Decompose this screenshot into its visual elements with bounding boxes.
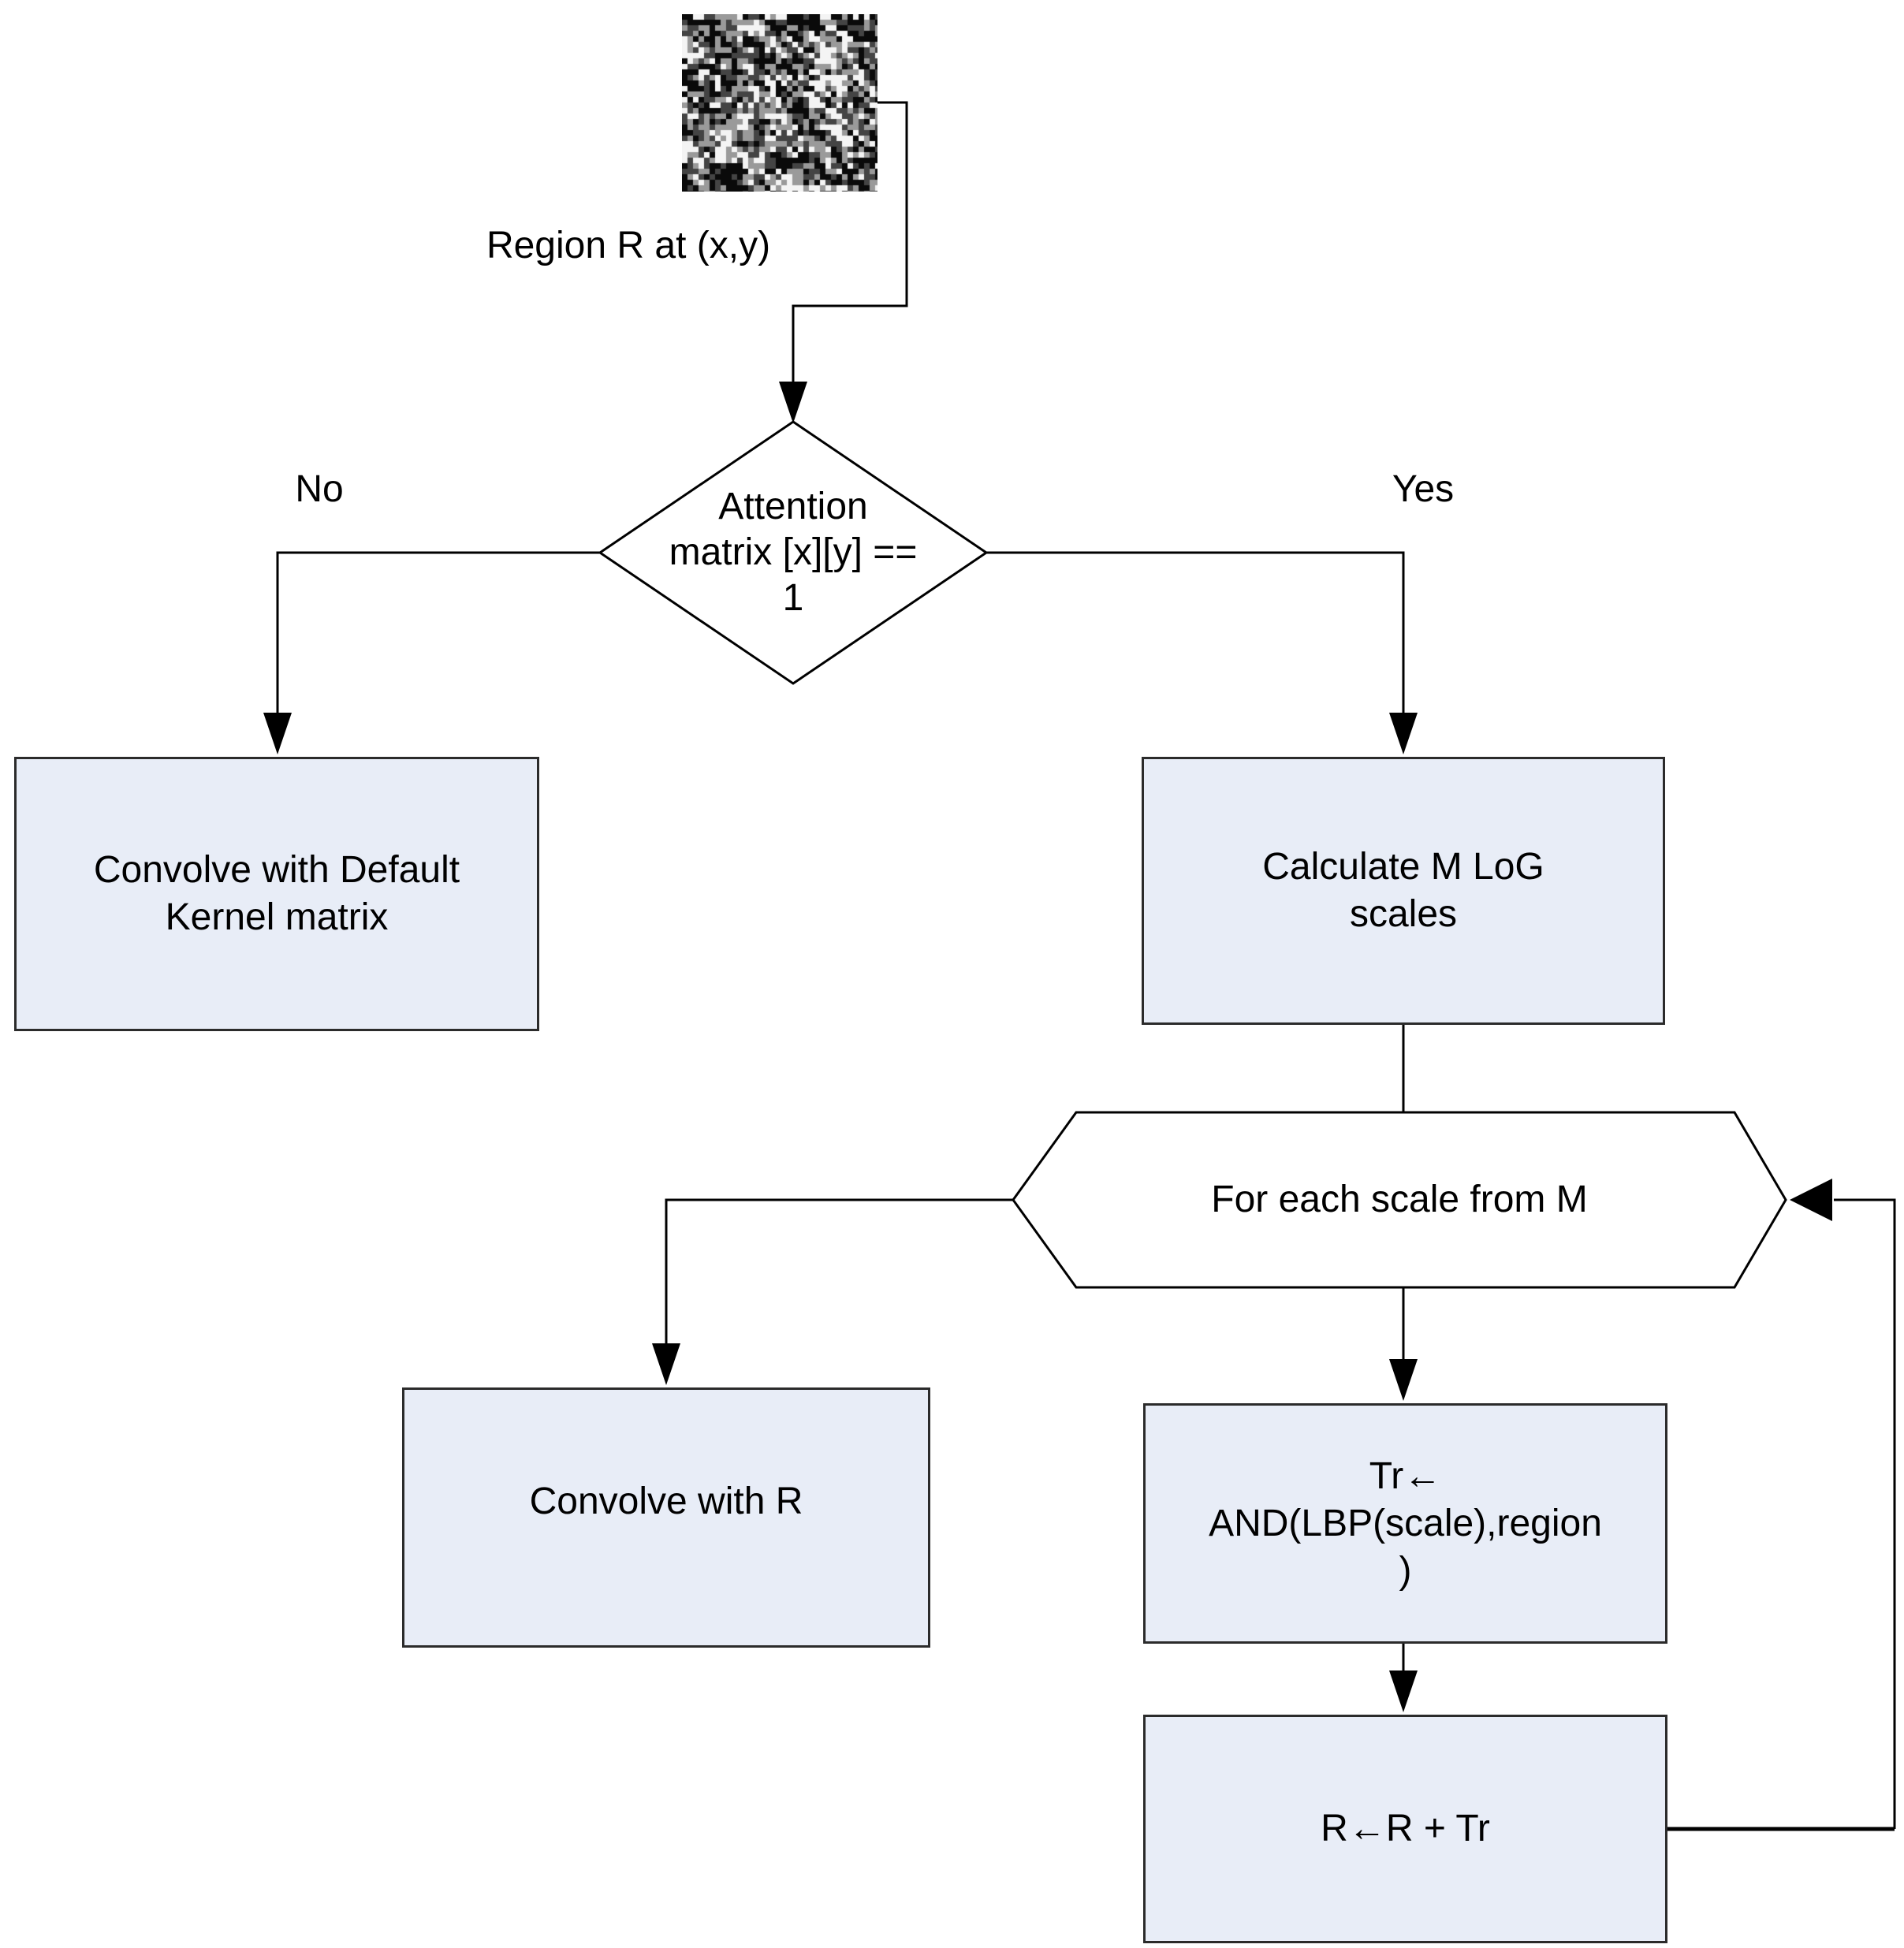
convolve-with-r-line: Convolve with R [529,1481,803,1522]
edge-yes-branch [986,551,1405,716]
arrowhead-into-convolve-r-box [652,1343,680,1385]
calculate-log-scales-box: Calculate M LoG scales [1142,757,1665,1025]
edge-loop-to-convolve-r [665,1198,1013,1346]
and-lbp-line: Tr← [1369,1454,1442,1497]
arrowhead-into-accumulate-box [1389,1671,1418,1712]
edge-loop-back-vertical [1834,1198,1896,1829]
accumulate-box: R←R + Tr [1143,1715,1667,1943]
arrowhead-into-default-kernel-box [263,713,292,754]
default-kernel-box-line: Kernel matrix [165,896,389,938]
decision-line: Attention [718,485,868,527]
calculate-log-scales-line: Calculate M LoG [1262,846,1544,888]
arrowhead-into-and-box [1389,1359,1418,1401]
edge-no-branch [276,551,600,716]
calculate-log-scales-line: scales [1349,893,1458,935]
arrowhead-into-loop-hexagon [1790,1179,1832,1221]
edge-start-to-decision [792,101,908,388]
decision-label: Attention matrix [x][y] == 1 [600,422,986,683]
decision-line: matrix [x][y] == [669,531,918,573]
default-kernel-box-line: Convolve with Default [93,849,460,891]
arrowhead-into-calculate-box [1389,713,1418,754]
and-lbp-line: ) [1399,1549,1412,1592]
and-lbp-box: Tr← AND(LBP(scale),region ) [1143,1403,1667,1644]
convolve-with-r-box: Convolve with R [402,1387,930,1648]
accumulate-line: R←R + Tr [1321,1808,1490,1849]
decision-diamond [598,420,989,685]
loop-header-label: For each scale from M [1211,1178,1588,1220]
no-branch-label: No [295,467,344,510]
decision-line: 1 [782,577,804,620]
default-kernel-box: Convolve with Default Kernel matrix [14,757,539,1031]
arrowhead-into-decision [779,382,807,423]
start-label-text: Region R at (x,y) [486,224,771,266]
yes-branch-label: Yes [1392,467,1455,510]
region-texture-image [682,14,877,192]
and-lbp-line: AND(LBP(scale),region [1209,1502,1602,1544]
start-label: Region R at (x,y) [439,222,818,270]
